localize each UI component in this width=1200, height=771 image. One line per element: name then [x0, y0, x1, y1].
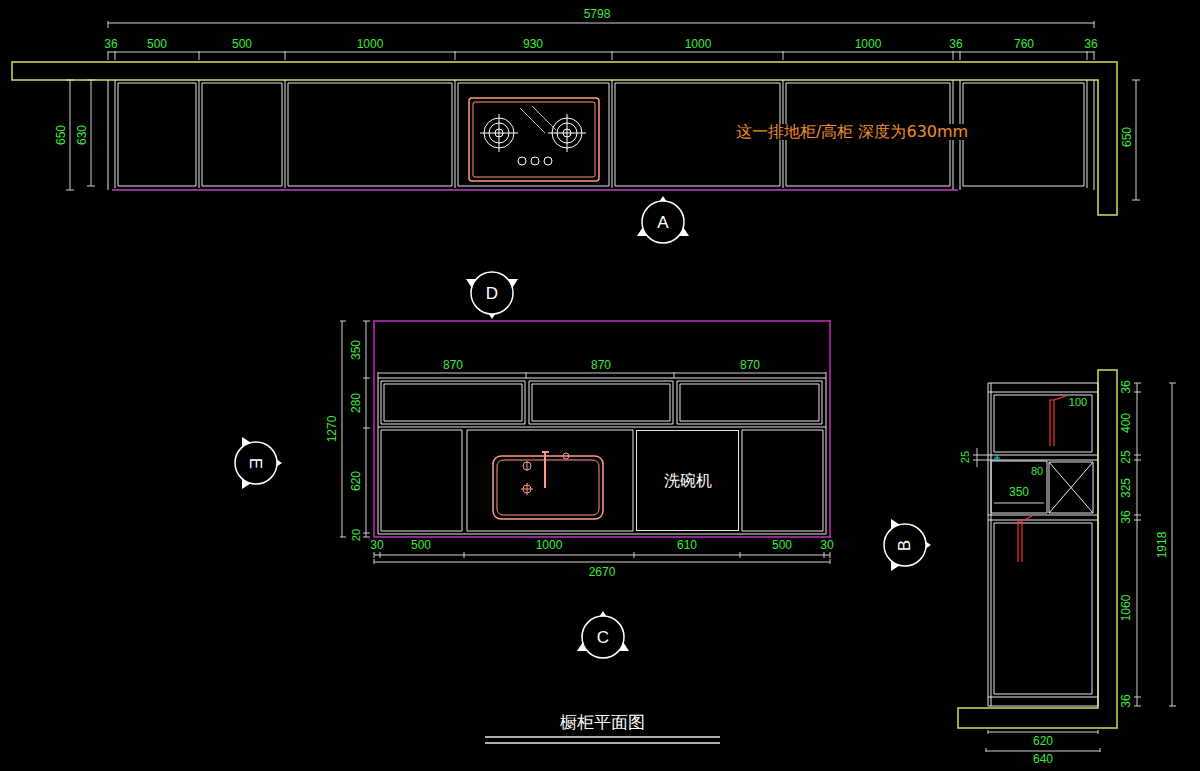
dimension-text: 500 [231, 38, 253, 50]
dimension-text: 1918 [1156, 531, 1168, 560]
dimension-text: 350 [1008, 486, 1030, 498]
dimension-text: 630 [76, 124, 88, 146]
dimension-text: 500 [771, 539, 793, 551]
sink-fitting-cross [521, 461, 533, 495]
sink-symbol [493, 452, 603, 519]
dimension-text: 100 [1068, 397, 1088, 408]
dimension-lines [66, 21, 1140, 200]
dimension-text: 280 [350, 392, 362, 414]
appliance-label: 洗碗机 [664, 473, 712, 489]
cabinet-front-line [112, 189, 958, 191]
dimension-text: 760 [1013, 38, 1035, 50]
faucet-handle [563, 453, 569, 459]
dimension-text: 870 [590, 359, 612, 371]
countertop-outline [958, 370, 1117, 728]
view-circle [582, 616, 624, 658]
dimension-lines [340, 321, 830, 564]
countertop-outline [12, 62, 1117, 215]
view-letter: D [486, 285, 498, 302]
view-letter: B [897, 539, 914, 550]
dimension-text: 1270 [326, 415, 338, 444]
dimension-text: 640 [1032, 753, 1054, 765]
socket-leader [1018, 396, 1066, 562]
title-underline [485, 737, 720, 743]
dimension-text: 610 [676, 539, 698, 551]
dimension-text: 20 [351, 528, 362, 542]
island-cabinets [378, 378, 826, 534]
hob-knob [518, 157, 526, 165]
view-letter: C [597, 629, 609, 646]
view-marker: B [875, 515, 935, 575]
dimension-text: 36 [948, 38, 963, 50]
view-marker: C [573, 607, 633, 667]
view-letter: A [657, 214, 668, 231]
dimension-text: 36 [1120, 379, 1132, 394]
dimension-text: 500 [410, 539, 432, 551]
view-circle [884, 524, 926, 566]
view-marker: D [462, 263, 522, 323]
gas-hob-symbol [469, 98, 599, 181]
dimension-text: 80 [1030, 466, 1044, 477]
view-marker: E [226, 433, 286, 493]
cabinet-outline [108, 80, 1094, 190]
dimension-text: 1000 [356, 38, 385, 50]
hob-outline [469, 98, 599, 181]
dimension-text: 350 [350, 339, 362, 361]
dimension-text: 36 [103, 38, 118, 50]
dimension-text: 2670 [588, 566, 617, 578]
dimension-text: 36 [1083, 38, 1098, 50]
dimension-text: 1000 [684, 38, 713, 50]
dimension-text: 25 [1120, 449, 1132, 464]
dimension-text: 620 [350, 470, 362, 492]
burner-grate [548, 114, 586, 152]
dimension-text: 5798 [583, 8, 612, 20]
dimension-lines [973, 383, 1176, 752]
dimension-text: 30 [369, 539, 384, 551]
hob-glass [473, 102, 595, 177]
tall-cabinet-outline [988, 383, 1098, 706]
view-circle [642, 201, 684, 243]
dimension-text: 650 [1121, 126, 1133, 148]
view-circle [235, 442, 277, 484]
dimension-text: 25 [960, 450, 971, 464]
dimension-text: 30 [819, 539, 834, 551]
dimension-text: 650 [55, 124, 67, 146]
note-text: 这一排地柜/高柜 深度为630mm [735, 124, 969, 140]
drawing-title: 橱柜平面图 [560, 714, 645, 731]
faucet [542, 452, 549, 488]
dimension-text: 1000 [535, 539, 564, 551]
dimension-text: 325 [1120, 477, 1132, 499]
dimension-text: 36 [1120, 693, 1132, 708]
view-letter: E [248, 457, 265, 468]
dimension-text: 620 [1032, 735, 1054, 747]
dimension-text: 930 [522, 38, 544, 50]
dimension-text: 870 [739, 359, 761, 371]
hob-knob [544, 157, 552, 165]
sink-outline [493, 456, 603, 519]
sink-bowl [497, 460, 599, 515]
dimension-text: 400 [1120, 412, 1132, 434]
cyan-mark [994, 455, 1000, 461]
appliance-box: 洗碗机 [636, 430, 739, 531]
island-countertop [374, 321, 830, 537]
dimension-text: 500 [146, 38, 168, 50]
dimension-text: 1060 [1120, 594, 1132, 623]
view-marker: A [633, 192, 693, 252]
hob-glass-reflection [520, 106, 556, 133]
burner-grate [480, 114, 518, 152]
dimension-text: 36 [1120, 509, 1132, 524]
hob-knob [531, 157, 539, 165]
dimension-text: 1000 [854, 38, 883, 50]
view-circle [471, 272, 513, 314]
dimension-text: 870 [442, 359, 464, 371]
